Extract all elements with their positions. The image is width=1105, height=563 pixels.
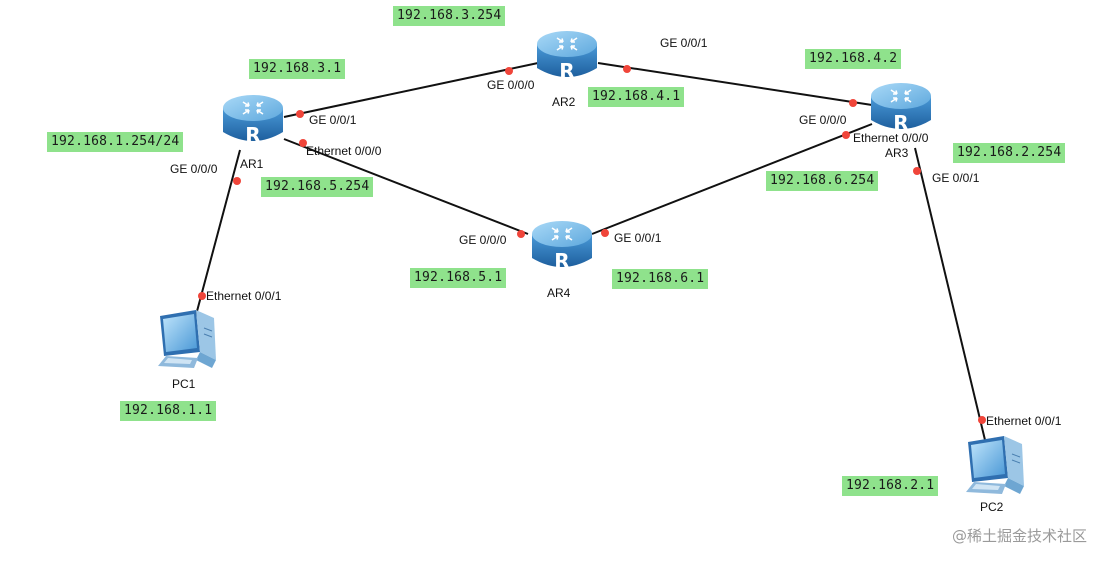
pc-icon[interactable] [152, 308, 222, 374]
port-dot-ar1-g000 [233, 177, 241, 185]
device-name-ar1: AR1 [240, 157, 264, 171]
port-dot-ar4-g000 [517, 230, 525, 238]
link-ar2-ar3 [597, 62, 873, 106]
port-dot-ar4-g001 [601, 229, 609, 237]
ip-label-ar3-g001: 192.168.2.254 [953, 143, 1066, 163]
port-label-ar4-g001: GE 0/0/1 [614, 231, 662, 245]
watermark: @稀土掘金技术社区 [951, 527, 1087, 545]
router-icon[interactable] [535, 28, 599, 82]
port-dot-ar2-g001 [623, 65, 631, 73]
port-label-ar3-g000: GE 0/0/0 [799, 113, 847, 127]
port-dot-ar1-g001 [296, 110, 304, 118]
router-icon[interactable] [869, 80, 933, 134]
port-dot-ar2-g000 [505, 67, 513, 75]
port-label-ar1-g001: GE 0/0/1 [309, 113, 357, 127]
port-dot-pc2-e001 [978, 416, 986, 424]
device-name-ar3: AR3 [885, 146, 909, 160]
device-name-pc1: PC1 [172, 377, 196, 391]
port-label-ar4-g000: GE 0/0/0 [459, 233, 507, 247]
ip-label-ar3-g000: 192.168.4.2 [805, 49, 902, 69]
port-dot-ar3-g000 [849, 99, 857, 107]
device-name-ar2: AR2 [552, 95, 576, 109]
link-ar1-pc1 [191, 149, 241, 331]
device-name-pc2: PC2 [980, 500, 1004, 514]
ip-label-ar3-e000: 192.168.6.254 [766, 171, 879, 191]
ip-label-ar2-g001: 192.168.4.1 [588, 87, 685, 107]
ip-label-ar4-g000: 192.168.5.1 [410, 268, 507, 288]
port-label-pc2-e001: Ethernet 0/0/1 [986, 414, 1062, 428]
port-dot-ar3-g001 [913, 167, 921, 175]
link-ar4-ar3 [591, 123, 873, 235]
link-ar1-ar4 [283, 138, 529, 235]
link-ar1-ar2 [283, 62, 539, 118]
port-label-ar2-g000: GE 0/0/0 [487, 78, 535, 92]
port-dot-pc1-e001 [198, 292, 206, 300]
port-dot-ar1-e000 [299, 139, 307, 147]
device-name-ar4: AR4 [547, 286, 571, 300]
link-ar3-pc2 [914, 147, 986, 441]
port-label-ar3-e000: Ethernet 0/0/0 [853, 131, 929, 145]
port-label-ar3-g001: GE 0/0/1 [932, 171, 980, 185]
port-label-ar2-g001: GE 0/0/1 [660, 36, 708, 50]
port-label-ar1-g000: GE 0/0/0 [170, 162, 218, 176]
ip-label-ar4-g001: 192.168.6.1 [612, 269, 709, 289]
router-icon[interactable] [221, 92, 285, 146]
port-dot-ar3-e000 [842, 131, 850, 139]
ip-label-pc2: 192.168.2.1 [842, 476, 939, 496]
ip-label-ar1-g000: 192.168.1.254/24 [47, 132, 184, 152]
port-label-ar1-e000: Ethernet 0/0/0 [306, 144, 382, 158]
ip-label-ar1-e000: 192.168.5.254 [261, 177, 374, 197]
port-label-pc1-e001: Ethernet 0/0/1 [206, 289, 282, 303]
ip-label-ar2-g000: 192.168.3.254 [393, 6, 506, 26]
ip-label-ar1-g001: 192.168.3.1 [249, 59, 346, 79]
pc-icon[interactable] [960, 434, 1030, 500]
router-icon[interactable] [530, 218, 594, 272]
ip-label-pc1: 192.168.1.1 [120, 401, 217, 421]
